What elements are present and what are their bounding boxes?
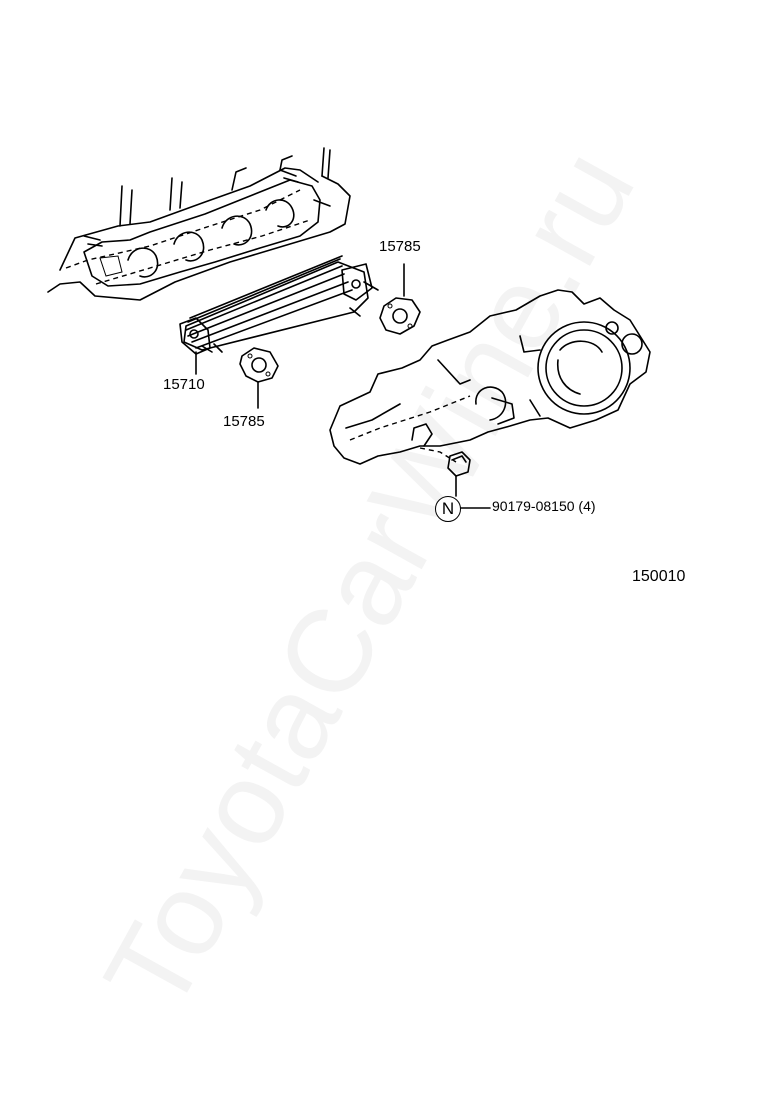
callout-gasket-upper: 15785 [379,238,421,255]
callout-cooler: 15710 [163,376,205,393]
gasket-lower-15785 [239,347,279,409]
callout-gasket-lower: 15785 [223,413,265,430]
figure-code: 150010 [632,568,686,585]
engine-block [47,147,351,301]
oil-cooler-15710 [179,255,379,355]
gasket-upper-15785 [379,263,421,335]
new-part-marker: N [435,496,461,522]
nut-90179-08150 [447,451,471,497]
oil-cooler-cover [329,289,651,465]
callout-nut-part-number: 90179-08150 (4) [492,498,596,514]
